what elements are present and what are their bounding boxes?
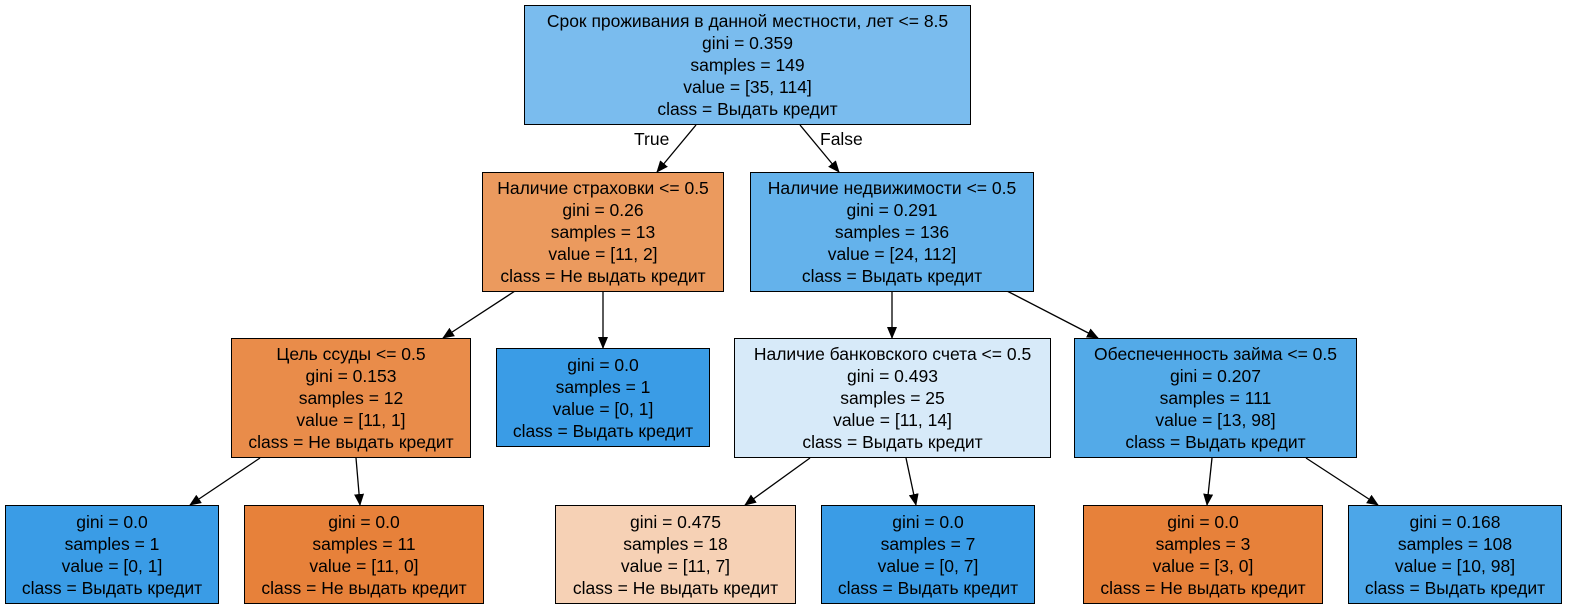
edge-n1-n3 — [442, 290, 516, 339]
node-class: class = Не выдать кредит — [572, 577, 779, 598]
node-value: value = [10, 98] — [1394, 555, 1516, 576]
node-gini: gini = 0.207 — [1170, 366, 1261, 386]
tree-leaf: gini = 0.0 samples = 1 value = [0, 1] cl… — [496, 348, 710, 447]
node-samples: samples = 25 — [840, 388, 945, 408]
tree-leaf: gini = 0.475 samples = 18 value = [11, 7… — [555, 505, 796, 604]
node-gini: gini = 0.291 — [846, 200, 938, 220]
node-value: value = [11, 1] — [296, 410, 406, 430]
node-value: value = [3, 0] — [1152, 555, 1254, 576]
node-value: value = [11, 0] — [309, 555, 419, 576]
edge-n6-n12 — [1305, 457, 1379, 506]
tree-node-insurance: Наличие страховки <= 0.5 gini = 0.26 sam… — [482, 172, 724, 292]
node-gini: gini = 0.168 — [1409, 511, 1501, 532]
edge-n5-n10 — [905, 457, 919, 506]
node-samples: samples = 11 — [312, 533, 416, 554]
edge-n0-n2 — [799, 124, 840, 173]
node-split-condition: Наличие страховки <= 0.5 — [497, 178, 709, 198]
node-gini: gini = 0.0 — [76, 511, 148, 532]
node-split-condition: Наличие недвижимости <= 0.5 — [767, 178, 1017, 198]
tree-leaf: gini = 0.168 samples = 108 value = [10, … — [1348, 505, 1562, 604]
node-split-condition: Цель ссуды <= 0.5 — [276, 344, 426, 364]
tree-node-bank-account: Наличие банковского счета <= 0.5 gini = … — [734, 338, 1051, 458]
node-split-condition: Наличие банковского счета <= 0.5 — [753, 344, 1032, 364]
node-class: class = Выдать кредит — [801, 266, 983, 286]
node-class: class = Не выдать кредит — [1100, 577, 1306, 598]
node-gini: gini = 0.493 — [847, 366, 938, 386]
tree-leaf: gini = 0.0 samples = 3 value = [3, 0] cl… — [1083, 505, 1323, 604]
node-gini: gini = 0.0 — [567, 354, 639, 375]
edge-label-true: True — [634, 129, 670, 149]
node-value: value = [11, 7] — [620, 555, 731, 576]
node-class: class = Не выдать кредит — [500, 266, 706, 286]
node-class: class = Не выдать кредит — [248, 432, 454, 452]
node-class: class = Выдать кредит — [1125, 432, 1306, 452]
node-samples: samples = 149 — [690, 55, 805, 75]
node-class: class = Выдать кредит — [512, 420, 694, 441]
node-class: class = Выдать кредит — [802, 432, 983, 452]
edge-label-false: False — [820, 129, 863, 149]
node-gini: gini = 0.359 — [702, 33, 793, 53]
node-class: class = Выдать кредит — [657, 99, 838, 119]
node-samples: samples = 111 — [1159, 388, 1272, 408]
edge-n6-n11 — [1203, 457, 1214, 506]
node-value: value = [13, 98] — [1155, 410, 1276, 430]
node-gini: gini = 0.0 — [328, 511, 400, 532]
tree-leaf: gini = 0.0 samples = 11 value = [11, 0] … — [244, 505, 484, 604]
node-gini: gini = 0.153 — [305, 366, 397, 386]
node-gini: gini = 0.0 — [892, 511, 964, 532]
node-samples: samples = 12 — [298, 388, 404, 408]
node-class: class = Выдать кредит — [21, 577, 203, 598]
node-gini: gini = 0.26 — [562, 200, 644, 220]
tree-leaf: gini = 0.0 samples = 7 value = [0, 7] cl… — [821, 505, 1035, 604]
node-samples: samples = 18 — [623, 533, 728, 554]
node-samples: samples = 108 — [1397, 533, 1513, 554]
node-class: class = Выдать кредит — [1364, 577, 1546, 598]
node-value: value = [11, 2] — [548, 244, 658, 264]
node-class: class = Не выдать кредит — [261, 577, 467, 598]
node-value: value = [35, 114] — [683, 77, 812, 97]
edge-n3-n7 — [189, 457, 261, 506]
node-value: value = [0, 1] — [552, 398, 654, 419]
edge-n5-n9 — [744, 457, 811, 506]
node-gini: gini = 0.0 — [1167, 511, 1239, 532]
node-samples: samples = 136 — [834, 222, 950, 242]
node-split-condition: Срок проживания в данной местности, лет … — [546, 11, 949, 31]
tree-leaf: gini = 0.0 samples = 1 value = [0, 1] cl… — [5, 505, 219, 604]
node-value: value = [0, 1] — [61, 555, 163, 576]
node-gini: gini = 0.475 — [630, 511, 721, 532]
tree-node-root: Срок проживания в данной местности, лет … — [524, 5, 971, 125]
node-samples: samples = 1 — [555, 376, 651, 397]
node-samples: samples = 7 — [880, 533, 976, 554]
edge-n2-n6 — [1006, 290, 1099, 339]
tree-node-loan-purpose: Цель ссуды <= 0.5 gini = 0.153 samples =… — [231, 338, 471, 458]
node-value: value = [0, 7] — [877, 555, 979, 576]
node-samples: samples = 13 — [550, 222, 656, 242]
tree-node-property: Наличие недвижимости <= 0.5 gini = 0.291… — [750, 172, 1034, 292]
edge-n3-n8 — [354, 457, 365, 506]
node-value: value = [24, 112] — [827, 244, 957, 264]
node-class: class = Выдать кредит — [837, 577, 1019, 598]
tree-node-loan-security: Обеспеченность займа <= 0.5 gini = 0.207… — [1074, 338, 1357, 458]
node-value: value = [11, 14] — [833, 410, 952, 430]
node-split-condition: Обеспеченность займа <= 0.5 — [1094, 344, 1337, 364]
edge-n0-n1 — [656, 124, 697, 173]
node-samples: samples = 3 — [1155, 533, 1251, 554]
node-samples: samples = 1 — [64, 533, 160, 554]
